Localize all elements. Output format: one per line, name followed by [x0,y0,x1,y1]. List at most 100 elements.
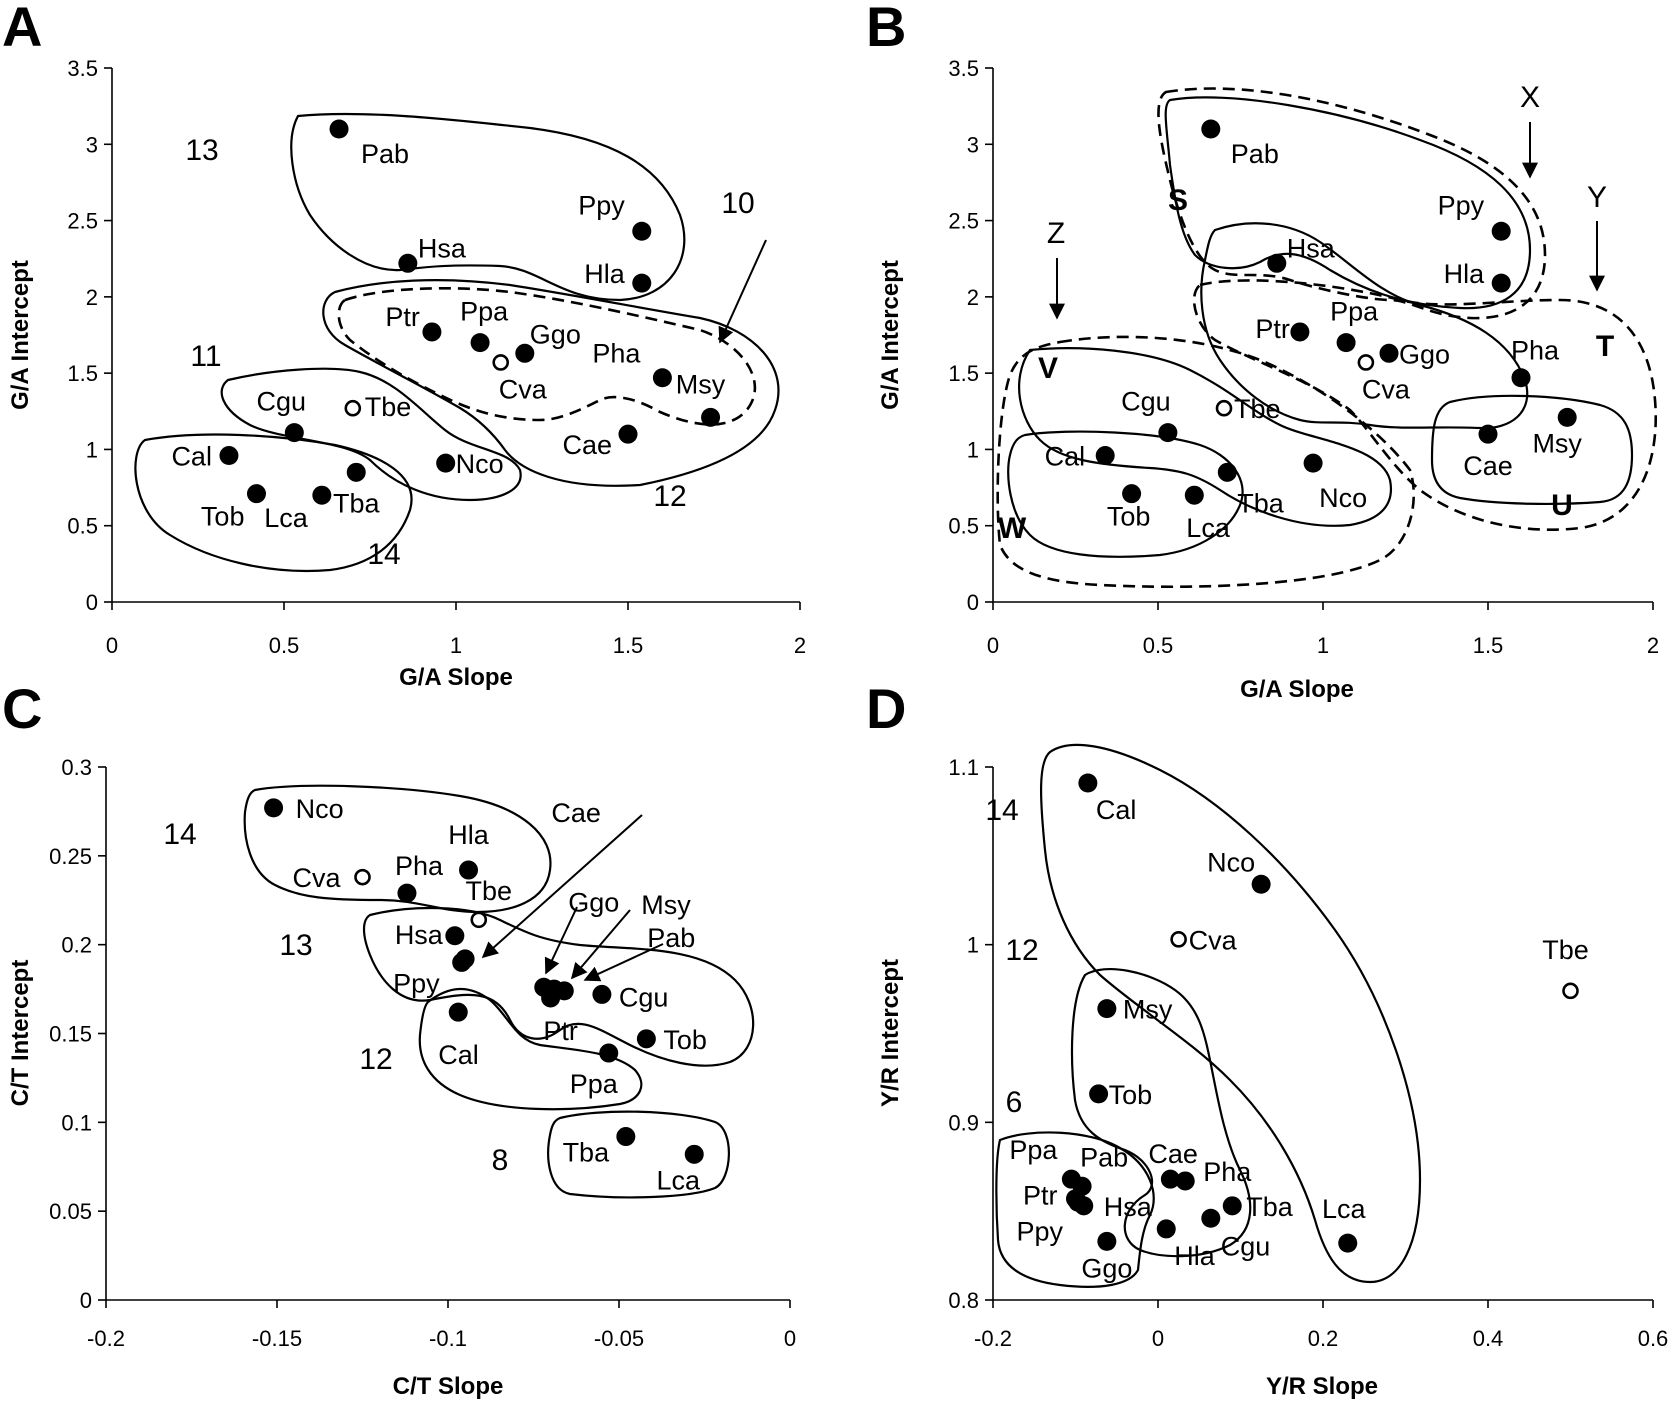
data-point-cal [219,446,239,466]
point-label-nco: Nco [456,449,504,479]
y-tick-label: 2.5 [67,209,98,234]
point-label-cal: Cal [1096,795,1137,825]
group-annotation: S [1168,184,1188,217]
data-point-lca [1338,1233,1358,1253]
panel-letter: B [866,0,906,58]
data-point-ppy [1491,221,1511,241]
data-point-ptr [1290,322,1310,342]
x-tick-label: 1 [450,633,462,658]
data-point-cva [492,354,510,371]
point-label-tbe: Tbe [1542,935,1589,965]
y-tick-label: 0.5 [948,514,979,539]
data-point-tbe [1215,399,1233,417]
data-point-cva [1357,354,1375,371]
point-label-ppy: Ppy [578,190,625,220]
y-tick-label: 0.05 [49,1199,92,1224]
point-label-msy: Msy [676,369,726,399]
pointer-arrow [570,909,631,980]
data-point-cgu [1158,423,1178,443]
data-point-hla [1491,273,1511,293]
group-outline [547,1110,730,1199]
group-annotation: 14 [367,538,400,571]
point-label-ppy: Ppy [393,968,440,998]
x-tick-label: 2 [794,633,806,658]
data-point-hla [1156,1219,1176,1239]
y-tick-label: 0.9 [948,1110,979,1135]
point-label-nco: Nco [1319,483,1367,513]
point-label-hla: Hla [1174,1241,1215,1271]
y-tick-label: 1 [86,437,98,462]
y-tick-label: 3 [967,132,979,157]
point-label-ggo: Ggo [568,887,619,917]
data-point-ppa [470,333,490,353]
point-label-cgu: Cgu [257,387,307,417]
point-label-pab: Pab [647,923,695,953]
point-label-lca: Lca [264,503,309,533]
data-point-cae [618,424,638,444]
x-tick-label: 0.2 [1308,1326,1339,1351]
point-label-pab: Pab [361,139,409,169]
point-label-hla: Hla [1444,259,1485,289]
y-tick-label: 1.5 [948,361,979,386]
point-label-hsa: Hsa [395,920,444,950]
point-label-ppa: Ppa [460,297,509,327]
data-point-tob [1089,1084,1109,1104]
y-tick-label: 0 [86,590,98,615]
point-label-pha: Pha [1511,336,1560,366]
point-label-tob: Tob [201,502,245,532]
x-tick-label: -0.15 [252,1326,302,1351]
point-label-ptr: Ptr [385,302,420,332]
x-tick-label: 2 [1647,633,1659,658]
data-point-pab [329,119,349,139]
data-point-cal [1095,446,1115,466]
point-label-pha: Pha [395,851,444,881]
data-point-pab [1201,119,1221,139]
point-label-hsa: Hsa [1104,1192,1153,1222]
data-point-tob [1122,484,1142,504]
point-label-cva: Cva [1189,925,1238,955]
x-tick-label: -0.2 [974,1326,1012,1351]
x-tick-label: -0.05 [594,1326,644,1351]
y-tick-label: 0.2 [61,933,92,958]
point-label-cgu: Cgu [619,982,669,1012]
group-annotation: 11 [190,340,221,373]
panel-letter: D [866,677,906,740]
y-tick-label: 2 [967,285,979,310]
pointer-arrow [718,239,767,344]
point-label-hla: Hla [584,259,625,289]
panel-c: C00.050.10.150.20.250.3-0.2-0.15-0.1-0.0… [2,677,796,1400]
point-label-ppy: Ppy [1438,190,1485,220]
group-outline-dashed [996,335,1416,589]
group-annotation: 6 [1006,1086,1023,1119]
y-tick-label: 0.5 [67,514,98,539]
pointer-arrow [481,814,643,959]
y-tick-label: 1 [967,437,979,462]
group-annotation: Z [1047,217,1065,250]
y-tick-label: 0.8 [948,1288,979,1313]
point-label-pha: Pha [1203,1157,1252,1187]
data-point-ggo [1097,1231,1117,1251]
point-label-tbe: Tbe [1234,394,1281,424]
group-outline [1164,96,1532,310]
group-annotation: 14 [163,818,196,851]
group-outline [1070,968,1252,1258]
data-point-hsa [1267,253,1287,273]
data-point-tba [1217,462,1237,482]
pointer-arrow [583,943,664,982]
point-label-cgu: Cgu [1121,387,1171,417]
data-point-ptr [422,322,442,342]
data-point-pha [1175,1171,1195,1191]
x-tick-label: 0 [784,1326,796,1351]
y-tick-label: 2 [86,285,98,310]
group-outline [1018,347,1393,527]
point-label-ppy: Ppy [1016,1216,1063,1246]
point-label-tba: Tba [333,488,381,518]
x-axis-label: Y/R Slope [1266,1373,1378,1400]
group-annotation: V [1038,352,1058,385]
point-label-cva: Cva [499,374,548,404]
point-label-pha: Pha [592,339,641,369]
data-point-lca [312,485,332,505]
point-label-cal: Cal [171,442,212,472]
data-point-tbe [344,399,362,417]
data-point-hsa [445,926,465,946]
